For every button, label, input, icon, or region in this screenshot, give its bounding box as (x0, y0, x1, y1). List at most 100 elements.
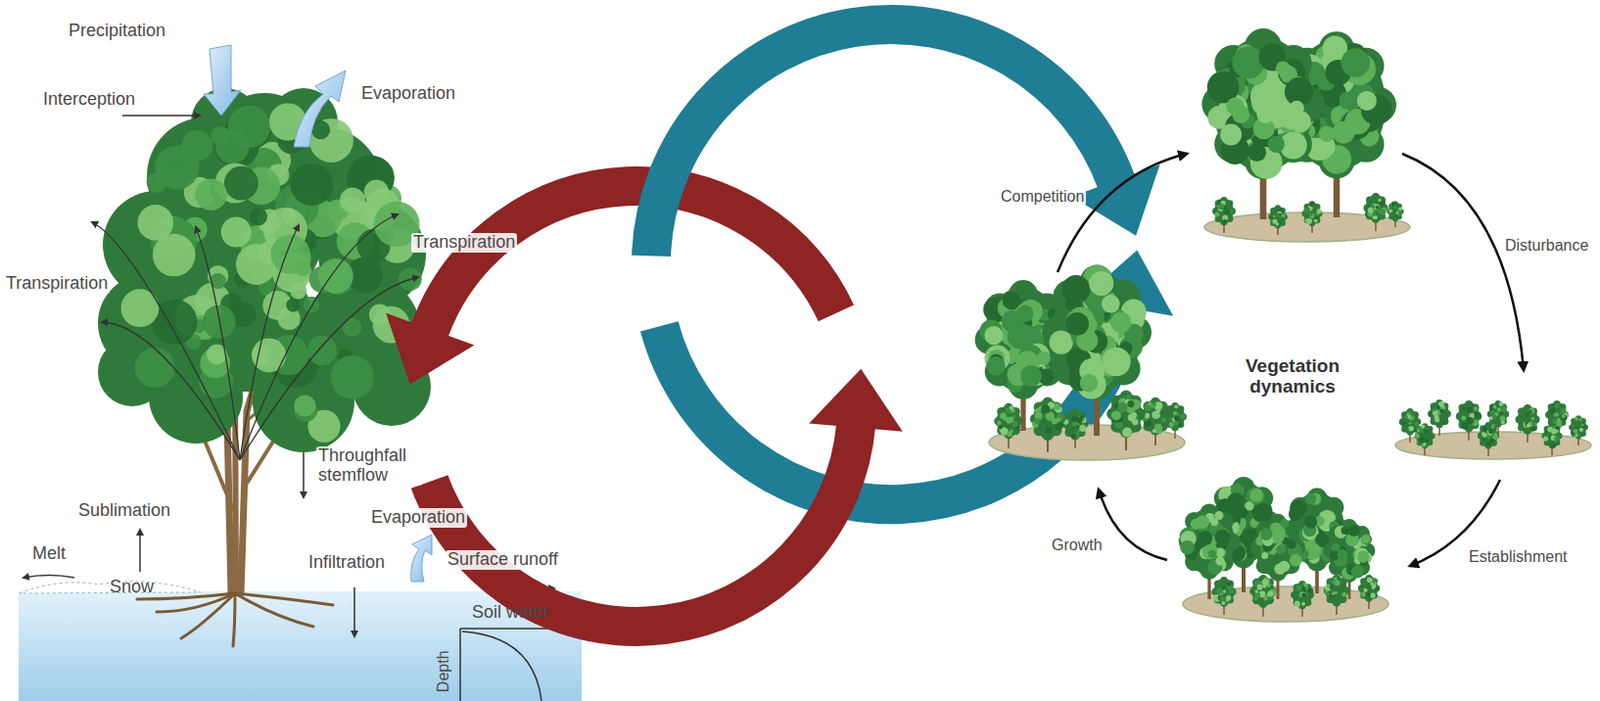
leaf (1076, 417, 1083, 424)
leaf (1491, 425, 1495, 429)
leaf (1402, 421, 1407, 425)
graph-axis (459, 628, 462, 701)
small-tree (1515, 404, 1541, 443)
leaf (1408, 411, 1412, 415)
crown-leaf (307, 335, 337, 366)
small-tree (1249, 574, 1277, 617)
small-tree (1487, 400, 1509, 435)
leaf (1526, 423, 1531, 427)
crown-leaf (342, 318, 362, 337)
leaf (1487, 428, 1494, 435)
small-tree (1302, 200, 1323, 234)
crown-leaf (249, 207, 268, 226)
crown-bump (1444, 410, 1452, 418)
leaf (1275, 60, 1291, 76)
interception-arrow (122, 114, 200, 117)
leaf (1531, 417, 1536, 422)
small-tree (1106, 389, 1146, 451)
leaf (1552, 428, 1557, 434)
crown-leaf (293, 394, 316, 417)
small-tree (1477, 422, 1500, 457)
crown-bump (1575, 433, 1582, 440)
process-label: Surface runoff (445, 550, 561, 570)
leaf (1500, 416, 1506, 422)
leaf (1126, 393, 1131, 399)
leaf (1574, 417, 1578, 421)
leaf (1045, 426, 1053, 434)
crown-leaf (235, 243, 278, 285)
leaf (1528, 410, 1532, 414)
cycle-arrowhead (385, 313, 474, 385)
leaf (1309, 201, 1315, 207)
melt-arrow (23, 575, 75, 579)
crown-bump (1228, 588, 1237, 597)
leaf (1218, 203, 1224, 210)
mature-stand (1201, 28, 1411, 242)
leaf (1155, 413, 1161, 419)
leaf (1036, 351, 1051, 366)
leaf (1275, 544, 1286, 555)
process-label: Evaporation (369, 508, 468, 528)
leaf (1006, 431, 1013, 438)
small-tree (1568, 415, 1589, 446)
leaf (1270, 215, 1273, 219)
leaf (1489, 438, 1495, 444)
leaf (1413, 421, 1419, 426)
leaf (1215, 556, 1224, 565)
leaf (1337, 549, 1349, 561)
sublimation-arrow (139, 529, 142, 572)
leaf (1110, 312, 1131, 333)
leaf (1303, 582, 1307, 586)
cycle-arrowhead (808, 369, 903, 432)
crown-bump (1473, 412, 1482, 421)
small-tree (1139, 397, 1172, 446)
leaf (1357, 551, 1369, 564)
leaf (1418, 432, 1422, 436)
leaf (1122, 427, 1132, 438)
crown-leaf (290, 163, 333, 206)
leaf (1482, 438, 1486, 442)
crown (1327, 522, 1370, 580)
process-label: Snow (107, 577, 156, 598)
leaf (1424, 438, 1429, 443)
leaf (1524, 413, 1530, 419)
crown (1033, 399, 1063, 439)
small-tree (1201, 28, 1324, 220)
small-tree (1358, 574, 1380, 610)
transpiration-arrow (239, 225, 299, 461)
leaf (1294, 601, 1301, 608)
leaf (1461, 423, 1468, 429)
leaf (1065, 312, 1089, 336)
leaf (1301, 593, 1307, 599)
leaf (1223, 219, 1227, 224)
leaf (1306, 218, 1313, 225)
leaf (1326, 583, 1331, 588)
process-label: Infiltration (306, 553, 387, 573)
process-label: Melt (30, 544, 68, 565)
leaf (1554, 412, 1559, 417)
leaf (1405, 415, 1409, 419)
crown-leaf (364, 180, 389, 205)
crown-bump (1179, 413, 1187, 421)
leaf (1543, 435, 1549, 441)
leaf (1223, 590, 1226, 594)
tree-crown (97, 88, 431, 453)
crown-leaf (309, 118, 354, 163)
leaf (1147, 401, 1153, 407)
leaf (1339, 92, 1358, 110)
leaf (1423, 442, 1427, 446)
leaf (1571, 424, 1575, 428)
leaf (1423, 428, 1429, 434)
crown-bump (1142, 401, 1153, 412)
cycle-title: Vegetation dynamics (1229, 356, 1356, 398)
leaf (1236, 507, 1249, 519)
process-label: Transpiration (411, 233, 518, 253)
leaf (1579, 418, 1583, 422)
small-tree (1399, 408, 1421, 443)
leaf (1330, 543, 1340, 553)
leaf (1397, 210, 1400, 213)
process-label: Transpiration (3, 274, 110, 294)
axis-label: Depth (433, 649, 452, 696)
transpiration-arrow (101, 322, 240, 461)
leaf (1260, 528, 1272, 541)
